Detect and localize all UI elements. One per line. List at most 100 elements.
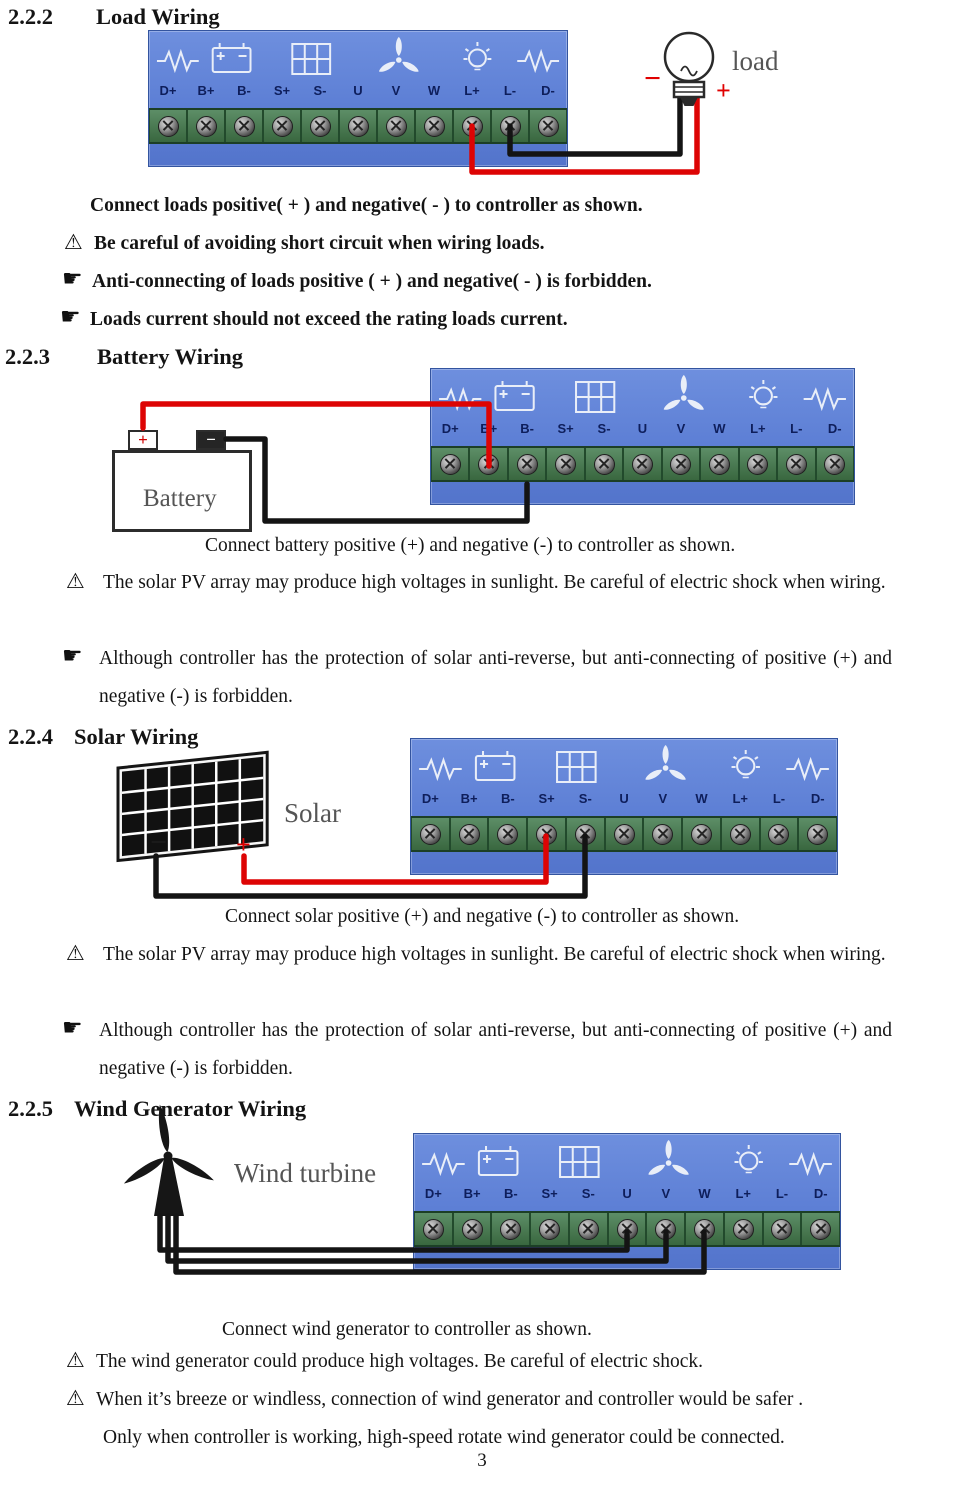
section-title: Solar Wiring xyxy=(74,724,199,749)
terminal-cell xyxy=(431,448,470,480)
section-title: Load Wiring xyxy=(96,4,220,29)
page-number: 3 xyxy=(477,1450,487,1471)
terminal-cell xyxy=(339,110,377,142)
load-label: load xyxy=(732,46,779,76)
terminal-cell xyxy=(452,1213,492,1245)
screw-icon xyxy=(810,1218,832,1240)
solar-minus-sign: − xyxy=(150,826,168,859)
screw-icon xyxy=(423,115,445,137)
screw-icon xyxy=(771,1218,793,1240)
screw-icon xyxy=(613,823,635,845)
screw-icon xyxy=(195,115,217,137)
terminal-label: B+ xyxy=(460,791,478,806)
terminal-cell xyxy=(759,818,799,850)
terminal-strip xyxy=(149,108,567,144)
terminal-cell xyxy=(646,1213,686,1245)
battery-negative-terminal: − xyxy=(196,430,226,450)
terminal-label: V xyxy=(658,791,668,806)
terminal-cell xyxy=(777,448,816,480)
plus-sign: + xyxy=(138,430,148,449)
terminal-label: V xyxy=(676,421,686,436)
terminal-cell xyxy=(449,818,489,850)
terminal-label: S+ xyxy=(538,791,555,806)
terminal-label: U xyxy=(637,421,648,436)
terminal-cell xyxy=(469,448,508,480)
screw-icon xyxy=(458,823,480,845)
warning-note-solar: ⚠ The solar PV array may produce high vo… xyxy=(66,936,896,974)
controller-icons xyxy=(155,36,561,76)
terminal-label: B- xyxy=(237,83,251,98)
terminal-cell xyxy=(149,110,187,142)
terminal-cell xyxy=(801,1213,841,1245)
terminal-cell xyxy=(187,110,225,142)
warning-icon: ⚠ xyxy=(66,1386,85,1410)
warning-note-wind-1: ⚠ The wind generator could produce high … xyxy=(66,1343,703,1381)
terminal-cell xyxy=(700,448,739,480)
terminal-cell xyxy=(623,448,662,480)
terminal-label: S- xyxy=(597,421,611,436)
note-text: Loads current should not exceed the rati… xyxy=(90,309,568,330)
solar-plus-sign: + xyxy=(236,830,251,859)
screw-icon xyxy=(461,1218,483,1240)
section-number: 2.2.2 xyxy=(8,4,53,29)
screw-icon xyxy=(157,115,179,137)
warning-icon: ⚠ xyxy=(66,941,85,965)
terminal-strip xyxy=(414,1211,841,1247)
screw-icon xyxy=(670,453,692,475)
section-heading-load-wiring: 2.2.2 Load Wiring xyxy=(8,2,220,32)
section-title: Wind Generator Wiring xyxy=(74,1096,307,1121)
terminal-label: V xyxy=(391,83,401,98)
hand-note-load-1: ☛ Anti-connecting of loads positive ( + … xyxy=(62,263,652,301)
terminal-label: S- xyxy=(578,791,592,806)
light-bulb xyxy=(663,31,715,106)
terminal-cell xyxy=(815,448,854,480)
terminal-strip xyxy=(411,816,838,852)
screw-icon xyxy=(807,823,829,845)
note-text: The solar PV array may produce high volt… xyxy=(103,572,886,593)
terminal-cell xyxy=(263,110,301,142)
warning-icon: ⚠ xyxy=(66,569,85,593)
terminal-label: W xyxy=(427,83,441,98)
terminal-cell xyxy=(565,818,605,850)
terminal-label: D- xyxy=(827,421,842,436)
screw-icon xyxy=(461,115,483,137)
screw-icon xyxy=(422,1218,444,1240)
screw-icon xyxy=(574,823,596,845)
screw-icon xyxy=(694,1218,715,1240)
terminal-label: D+ xyxy=(424,1186,442,1201)
screw-icon xyxy=(500,1218,522,1240)
terminal-label: B- xyxy=(520,421,534,436)
terminal-cell xyxy=(568,1213,608,1245)
terminal-label: L+ xyxy=(735,1186,752,1201)
terminal-label: D- xyxy=(810,791,825,806)
terminal-cell xyxy=(453,110,491,142)
terminal-cell xyxy=(377,110,415,142)
screw-icon xyxy=(631,453,653,475)
screw-icon xyxy=(499,115,521,137)
terminal-label: D+ xyxy=(159,83,177,98)
instruction-wind: Connect wind generator to controller as … xyxy=(222,1319,592,1340)
terminal-label: S+ xyxy=(541,1186,558,1201)
terminal-label: W xyxy=(698,1186,711,1201)
note-text: The wind generator could produce high vo… xyxy=(96,1351,703,1372)
terminal-label: B+ xyxy=(463,1186,481,1201)
wind-turbine-label: Wind turbine xyxy=(234,1158,377,1188)
terminal-label: D+ xyxy=(421,791,439,806)
terminal-cell xyxy=(661,448,701,480)
terminal-label: V xyxy=(661,1186,671,1201)
pointing-hand-icon: ☛ xyxy=(60,304,81,330)
battery-positive-terminal: + xyxy=(128,430,158,450)
terminal-label: U xyxy=(622,1186,632,1201)
screw-icon xyxy=(233,115,255,137)
screw-icon xyxy=(616,1218,638,1240)
instruction-solar: Connect solar positive (+) and negative … xyxy=(225,906,740,927)
terminal-label: D- xyxy=(541,83,555,98)
terminal-strip xyxy=(431,446,854,482)
terminal-cell xyxy=(527,818,566,850)
